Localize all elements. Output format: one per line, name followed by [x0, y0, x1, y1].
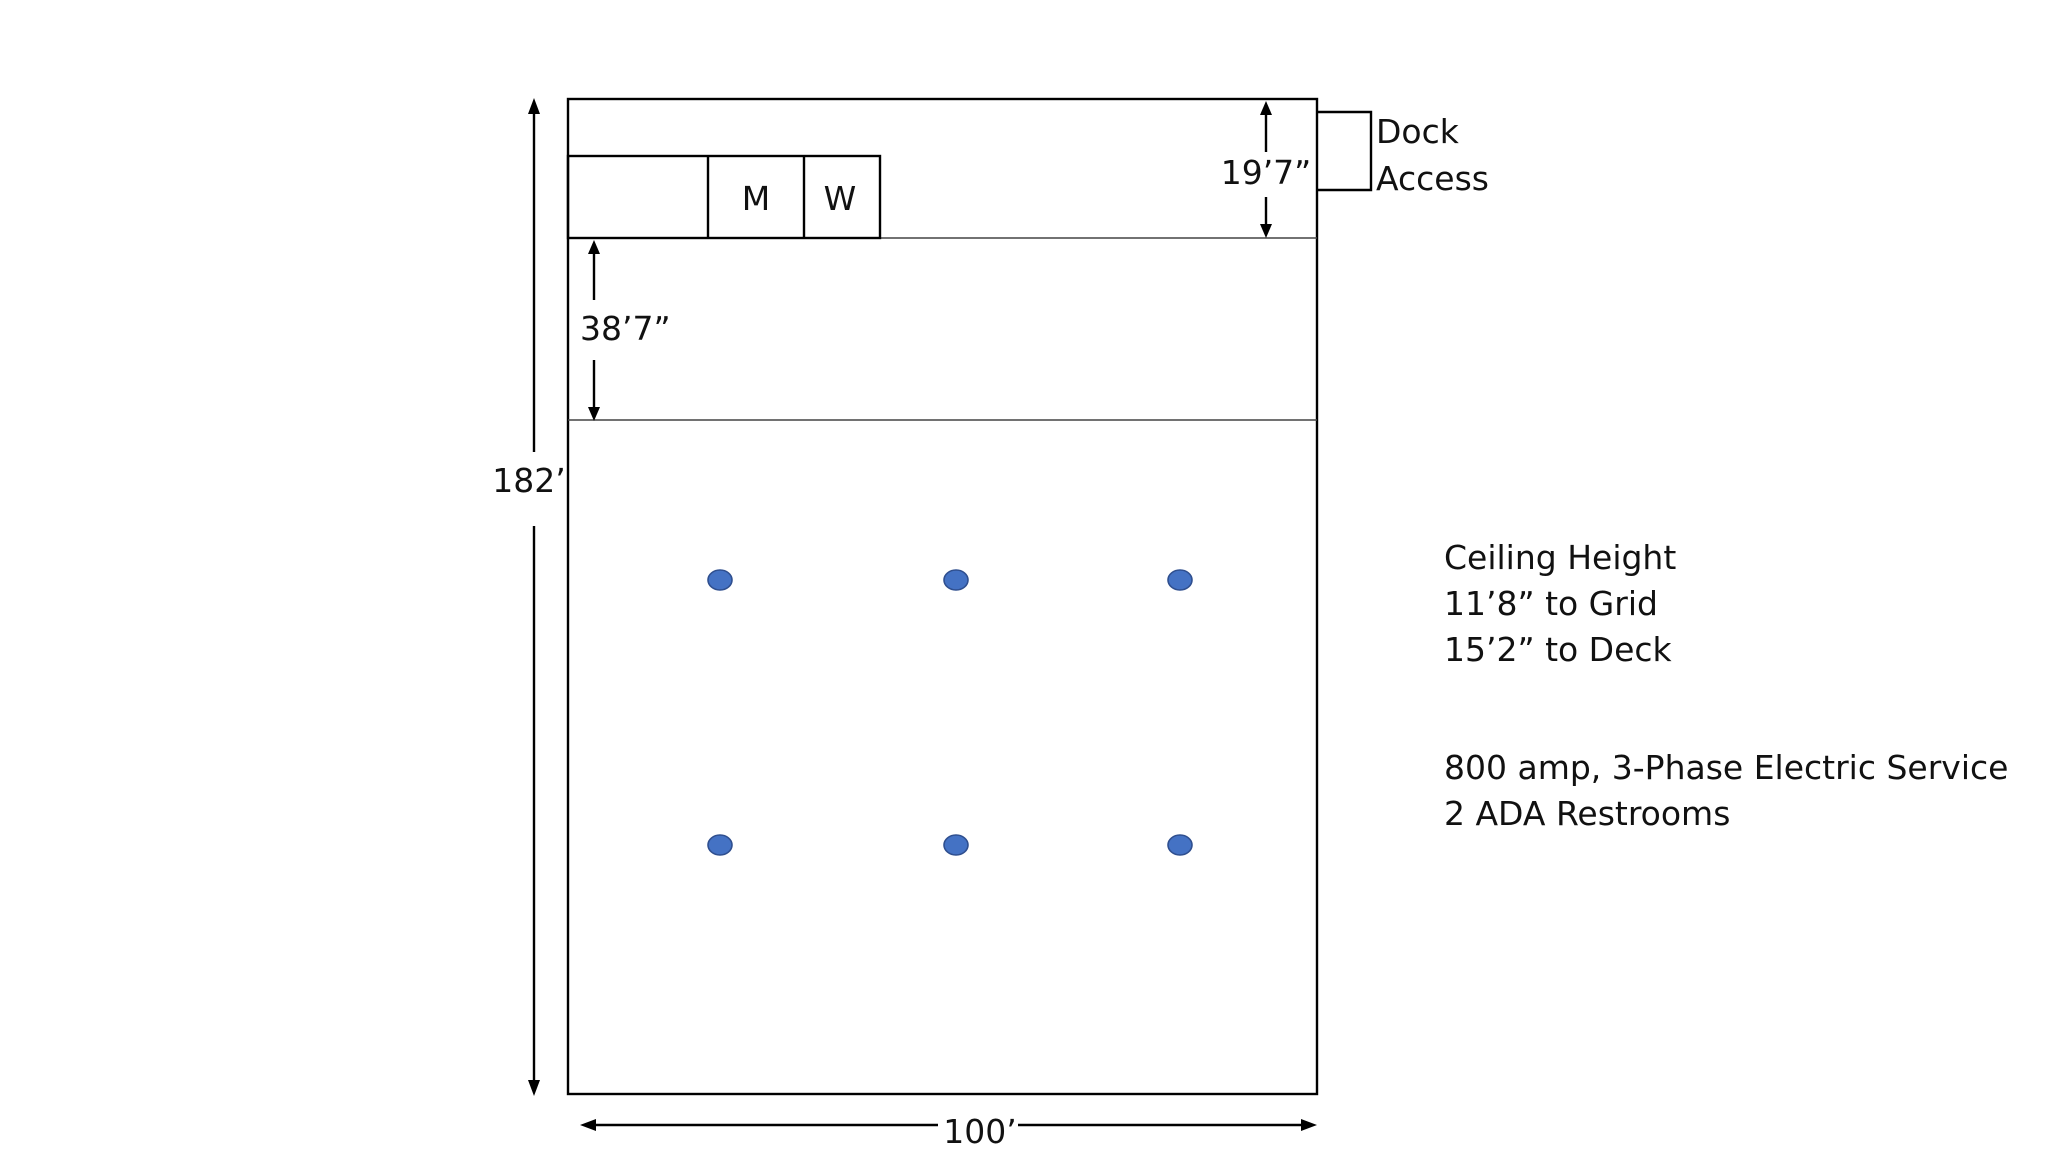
restroom-block-outline — [566, 154, 882, 240]
womens-restroom-label: W — [824, 179, 857, 218]
overall-length-label: 182’ — [492, 461, 565, 500]
top-zone-arrow-up — [1260, 101, 1272, 115]
middle-zone-arrow-up — [588, 240, 600, 254]
dock-access-label-line1: Dock — [1376, 112, 1460, 151]
dock-access-bracket — [1317, 110, 1373, 192]
ceiling-height-deck: 15’2” to Deck — [1444, 630, 1673, 669]
top-zone-dimension-label: 19’7” — [1221, 153, 1312, 192]
ada-restrooms: 2 ADA Restrooms — [1444, 794, 1730, 833]
specifications-panel: Ceiling Height 11’8” to Grid 15’2” to De… — [1444, 538, 2008, 833]
column-icon — [1167, 834, 1193, 856]
column-icon — [1167, 569, 1193, 591]
column-icon — [707, 834, 733, 856]
overall-width-dimension: 100’ — [580, 1112, 1317, 1151]
mens-restroom-label: M — [742, 179, 770, 218]
column-icon — [943, 834, 969, 856]
dock-access: Dock Access — [1317, 110, 1489, 198]
overall-length-arrow-up — [528, 98, 540, 114]
ceiling-height-title: Ceiling Height — [1444, 538, 1676, 577]
overall-length-dimension: 182’ — [492, 98, 566, 1096]
overall-length-arrow-down — [528, 1080, 540, 1096]
overall-width-arrow-right — [1301, 1119, 1317, 1131]
dock-access-label-line2: Access — [1376, 159, 1489, 198]
electric-service: 800 amp, 3-Phase Electric Service — [1444, 748, 2008, 787]
building-outline — [566, 97, 1319, 1096]
overall-width-label: 100’ — [943, 1112, 1016, 1151]
top-zone-dimension: 19’7” — [1221, 101, 1312, 238]
middle-zone-arrow-down — [588, 407, 600, 421]
column-icon — [707, 569, 733, 591]
overall-width-arrow-left — [580, 1119, 596, 1131]
middle-zone-dimension-label: 38’7” — [580, 309, 671, 348]
ceiling-height-grid: 11’8” to Grid — [1444, 584, 1658, 623]
column-icon — [943, 569, 969, 591]
middle-zone-dimension: 38’7” — [580, 240, 671, 421]
restroom-block: M W — [566, 154, 882, 240]
structural-columns — [707, 569, 1193, 856]
top-zone-arrow-down — [1260, 224, 1272, 238]
